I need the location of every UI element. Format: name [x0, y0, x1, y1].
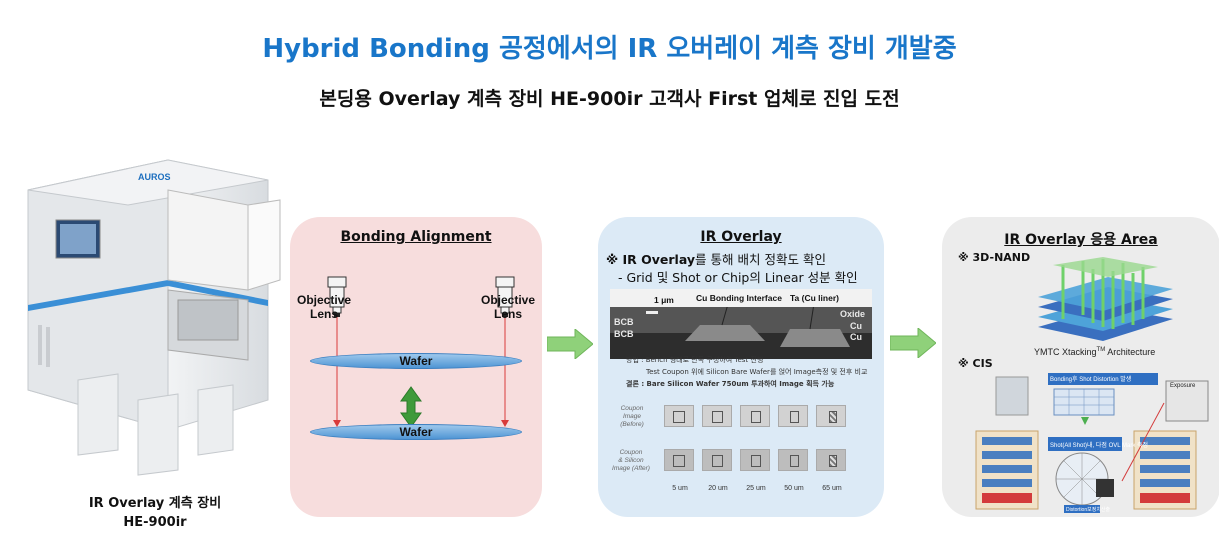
coupon-image	[664, 449, 694, 471]
page-title: Hybrid Bonding 공정에서의 IR 오버레이 계측 장비 개발중	[262, 34, 957, 64]
scale-label: 20 um	[708, 485, 728, 492]
bonding-panel-title: Bonding Alignment	[340, 229, 492, 245]
coupon-mark	[829, 411, 837, 423]
page-subtitle: 본딩용 Overlay 계측 장비 HE-900ir 고객사 First 업체로…	[319, 88, 900, 110]
cis-bonding-label: Bonding후 Shot Distortion 발생	[1050, 377, 1132, 383]
cross-oxide: Oxide	[840, 309, 866, 319]
cis-label: ※ CIS	[958, 357, 993, 370]
cross-bcb2: BCB	[614, 329, 634, 339]
application-panel-title: IR Overlay 응용 Area	[1004, 232, 1158, 248]
scale-label: 65 um	[822, 485, 842, 492]
flow-arrow-2-icon	[890, 328, 936, 358]
ir-panel-title: IR Overlay	[700, 229, 782, 245]
bonding-alignment-panel: Bonding Alignment Objective Lens Objecti…	[290, 217, 542, 517]
ymtc-caption: YMTC XtackingTM Architecture	[1034, 347, 1156, 357]
ir-note-line1: ※ IR Overlay를 통해 배치 정확도 확인	[606, 252, 826, 267]
equipment-brand: AUROS	[138, 172, 171, 182]
ir-application-panel: IR Overlay 응용 Area ※ 3D-NAND YMTC Xtacki…	[942, 217, 1219, 517]
coupon-mark	[790, 455, 799, 467]
coupon-image	[740, 405, 770, 427]
cis-distortion-label: Distortion보정치산출	[1066, 507, 1111, 513]
coupon-mark	[790, 411, 799, 423]
ir-note-line2: - Grid 및 Shot or Chip의 Linear 성분 확인	[618, 270, 858, 285]
coupon-mark	[751, 455, 761, 467]
cis-process-image	[975, 373, 1209, 513]
coupon-mark	[712, 455, 723, 467]
equipment-caption: IR Overlay 계측 장비 HE-900ir	[88, 496, 222, 530]
cross-cu2: Cu	[850, 332, 862, 342]
coupon-image	[702, 405, 732, 427]
coupon-mark	[673, 411, 685, 423]
coupon-image	[778, 449, 808, 471]
coupon-image	[778, 405, 808, 427]
nand-label: ※ 3D-NAND	[958, 251, 1031, 264]
coupon-mark	[751, 411, 761, 423]
coupon-after-label: Coupon & Silicon Image (After)	[612, 449, 650, 472]
method-line2: Test Coupon 위에 Silicon Bare Wafer를 얹어 Im…	[646, 368, 868, 376]
cross-liner: Ta (Cu liner)	[790, 293, 839, 303]
alignment-double-arrow-icon	[400, 386, 422, 428]
coupon-image	[702, 449, 732, 471]
nand-structure-image	[1038, 257, 1173, 341]
coupon-before-label: Coupon Image (Before)	[620, 405, 644, 428]
cross-cu1: Cu	[850, 321, 862, 331]
objective-lens-right-label: Objective Lens	[480, 293, 536, 321]
coupon-mark	[712, 411, 723, 423]
cross-scale: 1 μm	[654, 295, 674, 305]
coupon-image	[664, 405, 694, 427]
scale-label: 5 um	[672, 485, 688, 492]
method-line3: 결론 : Bare Silicon Wafer 750um 투과하여 Image…	[626, 380, 835, 388]
cis-exposure-label: Exposure	[1170, 383, 1196, 389]
cross-section-image: BCB BCB Oxide Cu Cu	[610, 289, 872, 359]
coupon-image	[816, 405, 846, 427]
scale-label: 50 um	[784, 485, 804, 492]
cis-shot-label: Shot(All Shot)내, 다점 OVL Mark 측정	[1050, 443, 1149, 449]
flow-arrow-1-icon	[547, 329, 593, 359]
coupon-mark	[673, 455, 685, 467]
cross-bcb1: BCB	[614, 317, 634, 327]
equipment-image: AUROS	[18, 150, 286, 485]
coupon-image	[740, 449, 770, 471]
objective-lens-left-icon	[327, 276, 347, 317]
scale-label: 25 um	[746, 485, 766, 492]
method-line1: 방법 : Bench 형태로 단독 구성하여 Test 진행	[626, 356, 764, 364]
objective-lens-right-icon	[495, 276, 515, 317]
wafer-bottom: Wafer	[310, 424, 522, 440]
bonding-diagram	[327, 276, 515, 428]
coupon-image	[816, 449, 846, 471]
objective-lens-left-label: Objective Lens	[296, 293, 352, 321]
wafer-top: Wafer	[310, 353, 522, 369]
cross-interface: Cu Bonding Interface	[696, 293, 782, 303]
coupon-mark	[829, 455, 837, 467]
ir-overlay-panel: IR Overlay ※ IR Overlay를 통해 배치 정확도 확인 - …	[598, 217, 884, 517]
